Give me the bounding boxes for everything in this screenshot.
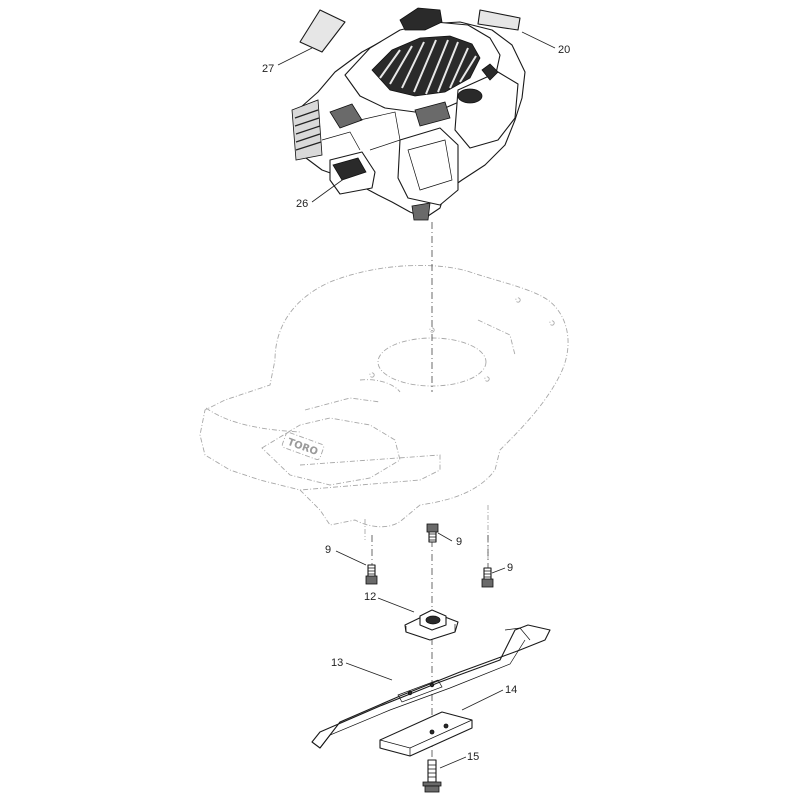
callout-13: 13: [331, 657, 343, 669]
leader-26: [311, 177, 346, 203]
blade-stiffener: [379, 711, 473, 757]
starter-handle: [399, 7, 443, 31]
callout-12: 12: [364, 591, 376, 603]
mower-deck-phantom: TORO: [199, 265, 569, 560]
blade-bolt: [422, 759, 442, 793]
leader-9-center: [437, 532, 453, 542]
callout-27: 27: [262, 63, 274, 75]
callout-15: 15: [467, 751, 479, 763]
leader-15: [439, 756, 467, 769]
blade-adapter: [404, 609, 459, 641]
deck-logo-plate: TORO: [281, 432, 325, 460]
air-filter-housing: [397, 127, 459, 206]
bolt-9-right: [481, 567, 494, 588]
leader-27: [277, 47, 313, 66]
mower-blade: [311, 624, 551, 749]
engine-assembly: [291, 7, 526, 221]
recoil-starter-grille: [371, 35, 481, 97]
decal-27-sheet: [299, 9, 346, 53]
callout-26: 26: [296, 198, 308, 210]
leader-14: [461, 689, 504, 711]
leader-9-right: [491, 567, 506, 574]
bolt-9-left: [365, 564, 378, 585]
bolt-9-center: [426, 523, 439, 543]
primer-block: [332, 157, 367, 181]
callout-9-center: 9: [456, 536, 462, 548]
callout-9-left: 9: [325, 544, 331, 556]
leader-12: [377, 597, 415, 613]
callout-20: 20: [558, 44, 570, 56]
callout-14: 14: [505, 684, 517, 696]
leader-9-left: [335, 550, 367, 566]
decal-20-sheet: [477, 9, 521, 31]
callout-9-right: 9: [507, 562, 513, 574]
leader-13: [345, 662, 393, 681]
side-cooling-grille: [291, 99, 323, 161]
leader-20: [521, 31, 556, 49]
fuel-cap: [457, 88, 483, 104]
